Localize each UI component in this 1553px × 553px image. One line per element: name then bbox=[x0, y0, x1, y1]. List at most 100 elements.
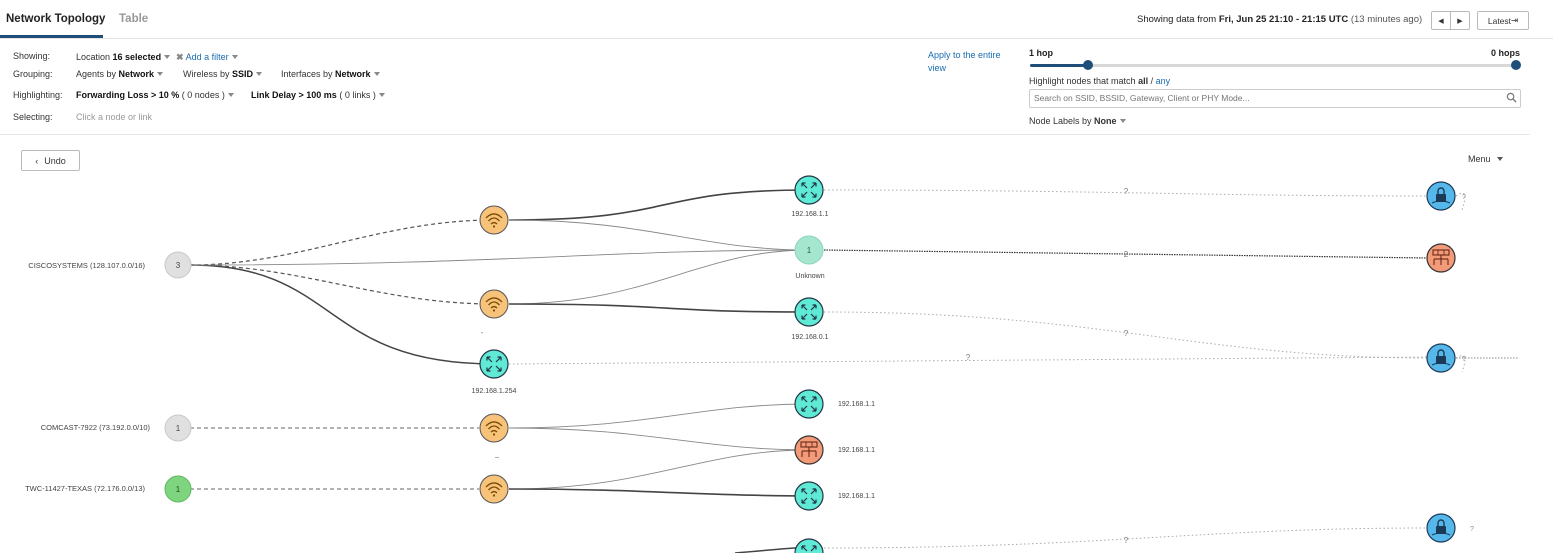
tab-bar: Network Topology Table Showing data from… bbox=[0, 0, 1553, 39]
chevron-down-icon bbox=[157, 72, 164, 76]
node-count: 1 bbox=[176, 485, 181, 494]
lock-node[interactable] bbox=[1426, 513, 1456, 543]
edge[interactable] bbox=[823, 249, 1429, 259]
edge-label: ? bbox=[1462, 194, 1466, 201]
link-delay-count: ( 0 links ) bbox=[339, 90, 376, 100]
close-icon: ✖ bbox=[176, 52, 184, 62]
lock-node[interactable] bbox=[1426, 181, 1456, 211]
node-search-input[interactable] bbox=[1030, 90, 1494, 105]
edge[interactable] bbox=[508, 303, 810, 313]
edge[interactable] bbox=[189, 249, 810, 266]
link-delay-dropdown[interactable]: Link Delay > 100 ms ( 0 links ) bbox=[251, 90, 385, 100]
apply-entire-view-link[interactable]: Apply to the entire view bbox=[928, 50, 1001, 73]
edge[interactable] bbox=[1455, 355, 1466, 373]
agent-group-node[interactable]: 3 bbox=[164, 251, 192, 279]
add-filter-link[interactable]: ✖ Add a filter bbox=[176, 52, 238, 63]
edge[interactable] bbox=[508, 449, 810, 490]
group-label: CISCOSYSTEMS (128.107.0.0/16) bbox=[28, 261, 145, 270]
unknown-node[interactable]: 1 bbox=[794, 235, 824, 265]
search-icon[interactable] bbox=[1506, 92, 1517, 103]
selecting-placeholder: Click a node or link bbox=[76, 112, 153, 122]
wifi-node[interactable] bbox=[479, 205, 509, 235]
time-range-value: Fri, Jun 25 21:10 - 21:15 UTC bbox=[1218, 14, 1349, 25]
latest-button[interactable]: Latest⇥ bbox=[1477, 11, 1529, 30]
node-label: _ bbox=[494, 451, 499, 458]
group-label: COMCAST-7922 (73.192.0.0/10) bbox=[41, 423, 151, 432]
selecting-label: Selecting: bbox=[13, 112, 53, 122]
highlight-all-option[interactable]: all bbox=[1138, 76, 1149, 86]
agents-grouping-dropdown[interactable]: Agents by Network bbox=[76, 69, 164, 79]
router-node[interactable] bbox=[794, 389, 824, 419]
highlight-match-text: Highlight nodes that match all / any bbox=[1029, 76, 1170, 86]
node-count: 1 bbox=[176, 424, 181, 433]
agent-group-node[interactable]: 1 bbox=[164, 414, 192, 442]
edge-label: ? bbox=[1124, 329, 1129, 338]
tab-network-topology[interactable]: Network Topology bbox=[6, 13, 106, 25]
undo-button[interactable]: ‹ Undo bbox=[21, 150, 80, 171]
middle-node-labels: 192.168.1.1 Unknown 192.168.0.1 192.168.… bbox=[472, 211, 875, 500]
edge[interactable] bbox=[189, 219, 495, 266]
hop-slider-right-thumb[interactable] bbox=[1511, 60, 1521, 70]
wifi-node[interactable] bbox=[479, 474, 509, 504]
showing-label: Showing: bbox=[13, 51, 51, 61]
node-label: 192.168.1.1 bbox=[838, 447, 875, 454]
forwarding-loss-dropdown[interactable]: Forwarding Loss > 10 % ( 0 nodes ) bbox=[76, 90, 234, 100]
node-label: 192.168.1.1 bbox=[792, 211, 829, 218]
router-node[interactable] bbox=[794, 538, 824, 553]
hop-slider[interactable] bbox=[1030, 60, 1521, 70]
wifi-node[interactable] bbox=[479, 289, 509, 319]
edge[interactable] bbox=[508, 427, 810, 451]
forwarding-loss-count: ( 0 nodes ) bbox=[181, 90, 225, 100]
chevron-down-icon bbox=[378, 93, 385, 97]
latest-label: Latest bbox=[1487, 15, 1512, 26]
tab-table[interactable]: Table bbox=[119, 13, 149, 25]
edge[interactable] bbox=[508, 488, 810, 497]
edge[interactable] bbox=[508, 356, 1429, 365]
agent-group-node[interactable]: 1 bbox=[164, 475, 192, 503]
firewall-node[interactable] bbox=[1426, 243, 1456, 273]
undo-label: Undo bbox=[44, 155, 66, 166]
edge[interactable] bbox=[823, 311, 1429, 359]
edge[interactable] bbox=[734, 547, 797, 553]
interfaces-prefix: Interfaces by bbox=[281, 69, 336, 79]
location-value: 16 selected bbox=[112, 52, 162, 62]
location-filter[interactable]: Location 16 selected bbox=[76, 52, 171, 62]
wireless-prefix: Wireless by bbox=[183, 69, 233, 79]
edge[interactable] bbox=[508, 189, 810, 221]
edge[interactable] bbox=[823, 527, 1429, 549]
edge[interactable] bbox=[508, 403, 810, 429]
right-edge-marks: ? ? ? bbox=[1462, 194, 1474, 533]
active-tab-indicator bbox=[0, 35, 103, 38]
menu-label: Menu bbox=[1468, 154, 1491, 164]
hop-slider-left-thumb[interactable] bbox=[1083, 60, 1094, 70]
chevron-down-icon bbox=[373, 72, 380, 76]
router-node[interactable] bbox=[794, 481, 824, 511]
edge[interactable] bbox=[189, 264, 495, 305]
node-label: 192.168.0.1 bbox=[792, 334, 829, 341]
location-prefix: Location bbox=[76, 52, 113, 62]
chevron-left-icon: ‹ bbox=[35, 155, 39, 166]
edge[interactable] bbox=[508, 249, 810, 305]
firewall-node[interactable] bbox=[794, 435, 824, 465]
wireless-value: SSID bbox=[232, 69, 254, 79]
triangle-left-icon: ◀ bbox=[1438, 17, 1444, 25]
highlight-any-option[interactable]: any bbox=[1155, 76, 1171, 86]
router-node[interactable] bbox=[794, 175, 824, 205]
wireless-grouping-dropdown[interactable]: Wireless by SSID bbox=[183, 69, 263, 79]
router-node[interactable] bbox=[479, 349, 509, 379]
topology-edges bbox=[189, 189, 1518, 553]
router-node[interactable] bbox=[794, 297, 824, 327]
time-range-ago: (13 minutes ago) bbox=[1350, 14, 1423, 25]
edge[interactable] bbox=[508, 219, 810, 251]
lock-node[interactable] bbox=[1426, 343, 1456, 373]
edge-labels: ? 2 ? ? ? bbox=[966, 187, 1129, 545]
edge[interactable] bbox=[189, 264, 495, 365]
interfaces-grouping-dropdown[interactable]: Interfaces by Network bbox=[281, 69, 380, 79]
next-time-button[interactable]: ▶ bbox=[1450, 12, 1469, 29]
chevron-down-icon bbox=[231, 55, 238, 59]
node-labels-dropdown[interactable]: Node Labels by None bbox=[1029, 116, 1126, 126]
menu-dropdown[interactable]: Menu bbox=[1468, 154, 1503, 164]
previous-time-button[interactable]: ◀ bbox=[1432, 12, 1450, 29]
wifi-node[interactable] bbox=[479, 413, 509, 443]
